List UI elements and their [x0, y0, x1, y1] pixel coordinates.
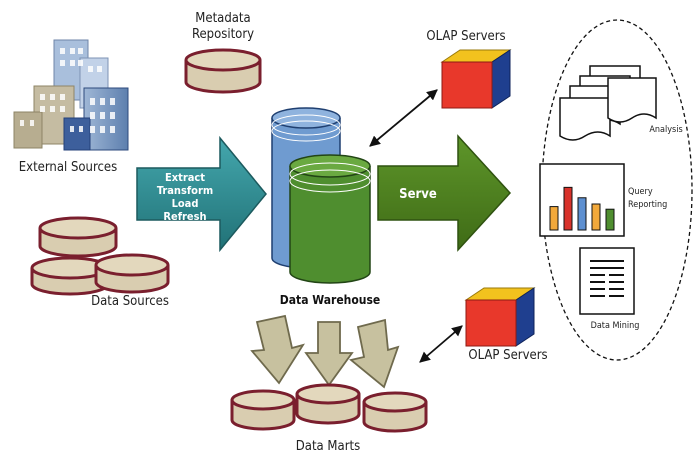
etl-arrow: Extract Transform Load Refresh [136, 135, 267, 253]
down-arrow-icon [304, 321, 354, 387]
data-marts-disks [230, 383, 428, 433]
buildings-icon [13, 39, 129, 151]
external-sources-label: External Sources [19, 160, 117, 175]
etl-label-transform: Transform [157, 184, 213, 197]
report-bar [549, 206, 559, 231]
etl-label-extract: Extract [165, 171, 205, 184]
data-warehouse-icon [271, 107, 371, 284]
data-sources-disks [30, 216, 170, 296]
olap-top-connector [369, 89, 438, 147]
olap-servers-bottom-label: OLAP Servers [468, 348, 547, 363]
serve-label: Serve [399, 187, 437, 202]
metadata-disk-icon [184, 48, 262, 94]
analysis-documents-icon [559, 65, 657, 141]
down-arrow-icon [349, 318, 400, 389]
query-label-line2: Reporting [628, 200, 667, 210]
query-label-line1: Query [628, 187, 653, 197]
source-disk-icon [38, 216, 118, 258]
report-bar [605, 208, 615, 231]
olap-cube-icon [440, 49, 512, 109]
data-warehouse-label: Data Warehouse [280, 293, 380, 307]
down-arrow-icon [250, 314, 305, 385]
report-bar [563, 186, 573, 231]
metadata-label-line1: Metadata [195, 11, 250, 26]
olap-bottom-connector [419, 325, 463, 363]
bar-chart-icon [539, 163, 625, 237]
metadata-label-line2: Repository [192, 27, 254, 42]
serve-arrow: Serve [377, 134, 512, 252]
mart-disk-icon [230, 389, 296, 431]
report-bar [577, 197, 587, 231]
data-mining-label: Data Mining [591, 321, 640, 331]
etl-label-refresh: Refresh [163, 210, 206, 223]
mart-disk-icon [362, 391, 428, 433]
source-disk-icon [94, 253, 170, 294]
analysis-label: Analysis [649, 125, 682, 135]
olap-cube-icon [464, 287, 536, 347]
olap-servers-top-label: OLAP Servers [426, 29, 505, 44]
etl-label-load: Load [172, 197, 199, 210]
report-bar [591, 203, 601, 231]
data-marts-label: Data Marts [296, 439, 360, 454]
data-mining-document-icon [579, 247, 635, 315]
mart-disk-icon [295, 383, 361, 425]
data-sources-label: Data Sources [91, 294, 169, 309]
source-disk-icon [30, 256, 110, 296]
metadata-repository: Metadata Repository [184, 11, 262, 94]
data-mart-arrows [250, 314, 400, 389]
